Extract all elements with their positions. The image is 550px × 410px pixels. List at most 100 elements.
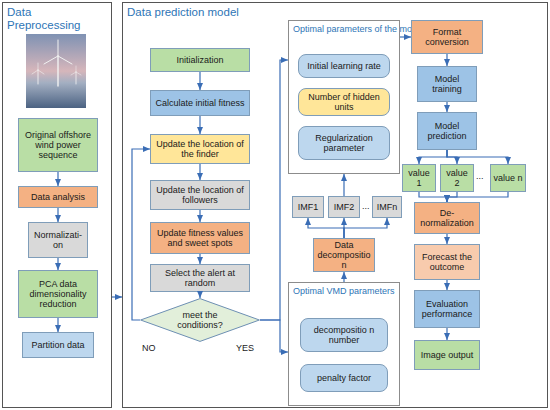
box-text: penalty factor bbox=[317, 373, 371, 383]
box-text: Model training bbox=[420, 74, 474, 94]
arrow-connector bbox=[57, 318, 58, 332]
arrow-connector bbox=[447, 192, 508, 202]
arrow-connector bbox=[112, 296, 122, 297]
box-text: Normalizati-on bbox=[31, 230, 85, 250]
box-text: Forecast the outcome bbox=[417, 252, 477, 272]
arrow-connector bbox=[344, 218, 387, 238]
box-text: Regularization parameter bbox=[301, 133, 387, 153]
process-box: Model prediction bbox=[417, 112, 477, 150]
process-box: Partition data bbox=[22, 332, 94, 358]
arrow-connector bbox=[447, 150, 508, 164]
parameter-box: decompositio n number bbox=[300, 318, 388, 352]
process-box: Update the location of followers bbox=[150, 180, 250, 210]
box-text: Initial learning rate bbox=[307, 61, 381, 71]
group-title: Optimal parameters of the model bbox=[293, 24, 393, 34]
arrow-connector bbox=[447, 150, 457, 164]
process-box: Evaluation performance bbox=[414, 290, 480, 328]
value-box: value 1 bbox=[402, 164, 436, 192]
process-box: Original offshore wind power sequence bbox=[18, 118, 98, 172]
process-box: Format conversion bbox=[411, 20, 483, 54]
box-text: Evaluation performance bbox=[417, 299, 477, 319]
parameter-box: Initial learning rate bbox=[298, 54, 390, 78]
process-box: Data decompositio n bbox=[313, 238, 375, 272]
box-text: IMF2 bbox=[334, 202, 355, 212]
box-text: Partition data bbox=[31, 340, 84, 350]
box-text: meet the conditions? bbox=[168, 310, 232, 330]
arrow-connector bbox=[446, 328, 447, 340]
arrow-connector bbox=[400, 36, 411, 37]
arrow-connector bbox=[57, 172, 58, 186]
imf-box: IMFn bbox=[372, 196, 402, 218]
arrow-connector bbox=[343, 272, 344, 282]
diamond-shape bbox=[141, 299, 260, 342]
box-text: Data analysis bbox=[31, 192, 85, 202]
edge-label: NO bbox=[142, 343, 156, 353]
edge-label: YES bbox=[236, 343, 254, 353]
turbine-symbols bbox=[32, 40, 81, 86]
value-box: value n bbox=[490, 164, 526, 192]
arrow-connector bbox=[446, 234, 447, 244]
parameter-group: Optimal VMD parameters decompositio n num… bbox=[288, 282, 400, 406]
group-title: Data Preprocessing bbox=[7, 6, 99, 32]
arrow-connector bbox=[132, 149, 150, 320]
process-box: Calculate initial fitness bbox=[150, 90, 250, 116]
ellipsis-label: ... bbox=[362, 201, 370, 211]
box-text: Original offshore wind power sequence bbox=[21, 130, 95, 160]
box-text: Image output bbox=[421, 350, 474, 360]
arrow-connector bbox=[446, 102, 447, 112]
process-box: Normalizati-on bbox=[28, 222, 88, 258]
box-text: value n bbox=[493, 173, 522, 183]
box-text: value 2 bbox=[443, 168, 471, 188]
imf-box: IMF1 bbox=[292, 196, 324, 218]
box-text: PCA data dimensionality reduction bbox=[21, 279, 95, 309]
imf-box: IMF2 bbox=[328, 196, 360, 218]
box-text: Format conversion bbox=[414, 27, 480, 47]
group-title: Data prediction model bbox=[127, 6, 239, 19]
value-box: value 2 bbox=[440, 164, 474, 192]
process-box: Select the alert at random bbox=[150, 264, 250, 292]
arrow-connector bbox=[57, 258, 58, 270]
group-title: Optimal VMD parameters bbox=[293, 286, 393, 296]
box-text: IMF1 bbox=[298, 202, 319, 212]
box-text: Data decompositio n bbox=[316, 240, 372, 270]
photo-background bbox=[26, 34, 86, 108]
process-box: Update the location of the finder bbox=[150, 134, 250, 164]
arrow-connector bbox=[308, 218, 344, 238]
process-box: PCA data dimensionality reduction bbox=[18, 270, 98, 318]
box-text: Initialization bbox=[176, 55, 223, 65]
box-text: decompositio n number bbox=[303, 325, 385, 345]
arrow-connector bbox=[199, 254, 200, 264]
box-text: Number of hidden units bbox=[301, 92, 387, 112]
box-text: Calculate initial fitness bbox=[155, 98, 244, 108]
parameter-box: Number of hidden units bbox=[298, 88, 390, 116]
panel: Data prediction modelInitializationCalcu… bbox=[122, 2, 548, 408]
parameter-box: Regularization parameter bbox=[298, 126, 390, 160]
arrow-connector bbox=[343, 174, 344, 196]
process-box: Initialization bbox=[150, 48, 250, 72]
decision-diamond: meet the conditions? bbox=[140, 298, 260, 342]
process-box: Model training bbox=[417, 66, 477, 102]
box-text: IMFn bbox=[377, 202, 398, 212]
ellipsis-label: ... bbox=[476, 171, 484, 181]
process-box: Image output bbox=[414, 340, 480, 370]
arrow-connector bbox=[446, 280, 447, 290]
arrow-connector bbox=[57, 208, 58, 222]
box-text: Update the location of the finder bbox=[153, 139, 247, 159]
arrow-connector bbox=[419, 192, 447, 202]
process-box: Data analysis bbox=[18, 186, 98, 208]
box-text: Select the alert at random bbox=[153, 268, 247, 288]
arrow-connector bbox=[343, 218, 344, 238]
process-box: Update fitness values and sweet spots bbox=[150, 222, 250, 254]
box-text: Update the location of followers bbox=[153, 185, 247, 205]
arrow-connector bbox=[199, 164, 200, 180]
parameter-group: Optimal parameters of the modelInitial l… bbox=[288, 20, 400, 174]
box-text: value 1 bbox=[405, 168, 433, 188]
box-text: De-normalization bbox=[417, 208, 477, 228]
arrow-connector bbox=[260, 60, 288, 320]
arrow-connector bbox=[199, 292, 200, 298]
process-box: Forecast the outcome bbox=[414, 244, 480, 280]
box-text: Update fitness values and sweet spots bbox=[153, 228, 247, 248]
arrow-connector bbox=[199, 116, 200, 134]
process-box: De-normalization bbox=[414, 202, 480, 234]
parameter-box: penalty factor bbox=[300, 364, 388, 392]
